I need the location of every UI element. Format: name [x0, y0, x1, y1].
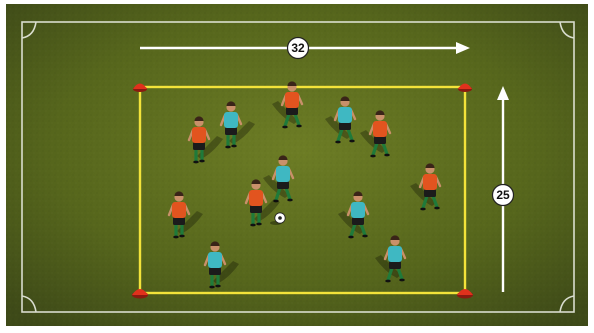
length-label: 25	[496, 188, 510, 202]
width-label: 32	[291, 41, 305, 55]
